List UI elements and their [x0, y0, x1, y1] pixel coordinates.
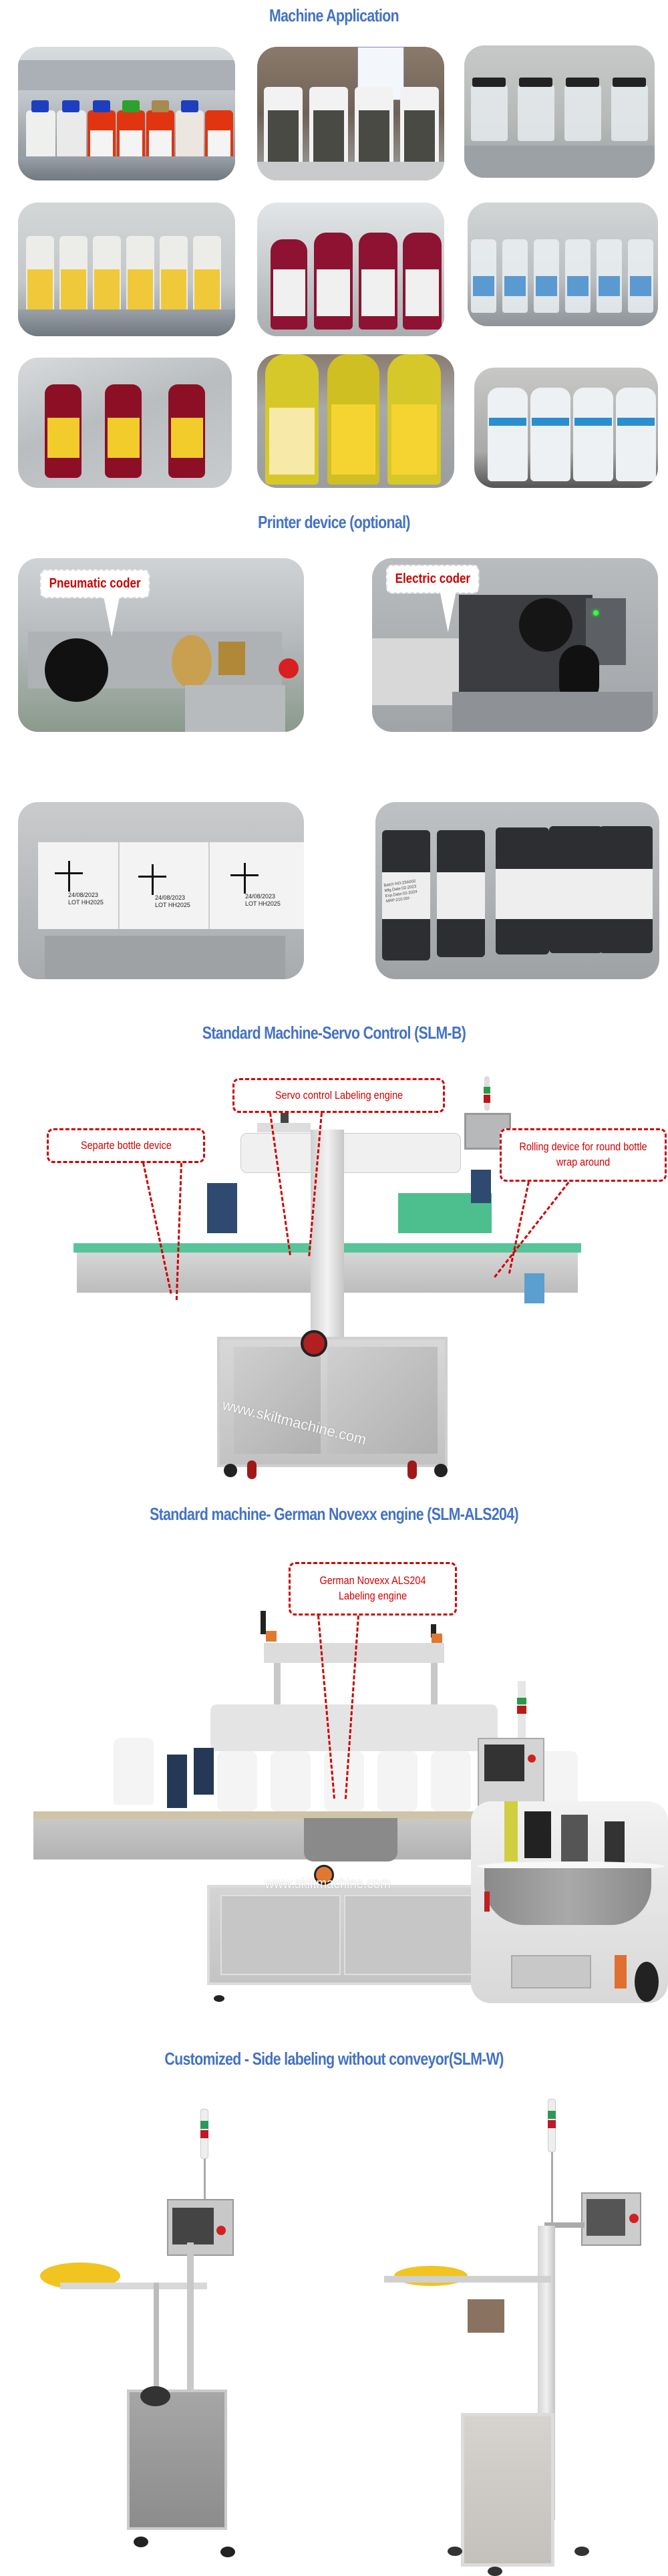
watermark-slm-als204: www.skiltmachine.com: [265, 1875, 391, 1892]
application-photo-2: [257, 47, 444, 180]
section-title-printer: Printer device (optional): [258, 512, 410, 532]
application-photo-3: [464, 45, 655, 178]
printer-photo-pneumatic: [18, 558, 304, 732]
callout-novexx-engine: German Novexx ALS204 Labeling engine: [289, 1562, 457, 1616]
application-photo-7: [18, 358, 232, 488]
machine-slm-b: [73, 1076, 581, 1484]
callout-rolling-device: Rolling device for round bottle wrap aro…: [500, 1128, 667, 1182]
callout-pneumatic-coder: Pneumatic coder: [40, 569, 150, 637]
section-title-slm-w: Customized - Side labeling without conve…: [164, 2049, 504, 2069]
printer-photo-electric: [372, 558, 658, 732]
callout-electric-coder: Electric coder: [386, 565, 480, 632]
application-photo-6: [468, 203, 658, 326]
callout-separate-bottle: Separte bottle device: [47, 1128, 205, 1163]
application-photo-5: [257, 203, 444, 336]
section-title-slm-als204: Standard machine- German Novexx engine (…: [150, 1504, 518, 1524]
machine-slm-w-1: [40, 2109, 301, 2557]
als204-detail-inset: [471, 1801, 668, 2003]
section-title-application: Machine Application: [269, 5, 399, 25]
section-title-slm-b: Standard Machine-Servo Control (SLM-B): [202, 1023, 466, 1043]
application-photo-1: [18, 47, 235, 180]
application-photo-9: [474, 368, 658, 488]
application-photo-4: [18, 203, 235, 336]
machine-slm-w-2: [374, 2099, 655, 2576]
callout-servo-engine: Servo control Labeling engine: [232, 1078, 445, 1113]
application-photo-8: [257, 354, 454, 488]
